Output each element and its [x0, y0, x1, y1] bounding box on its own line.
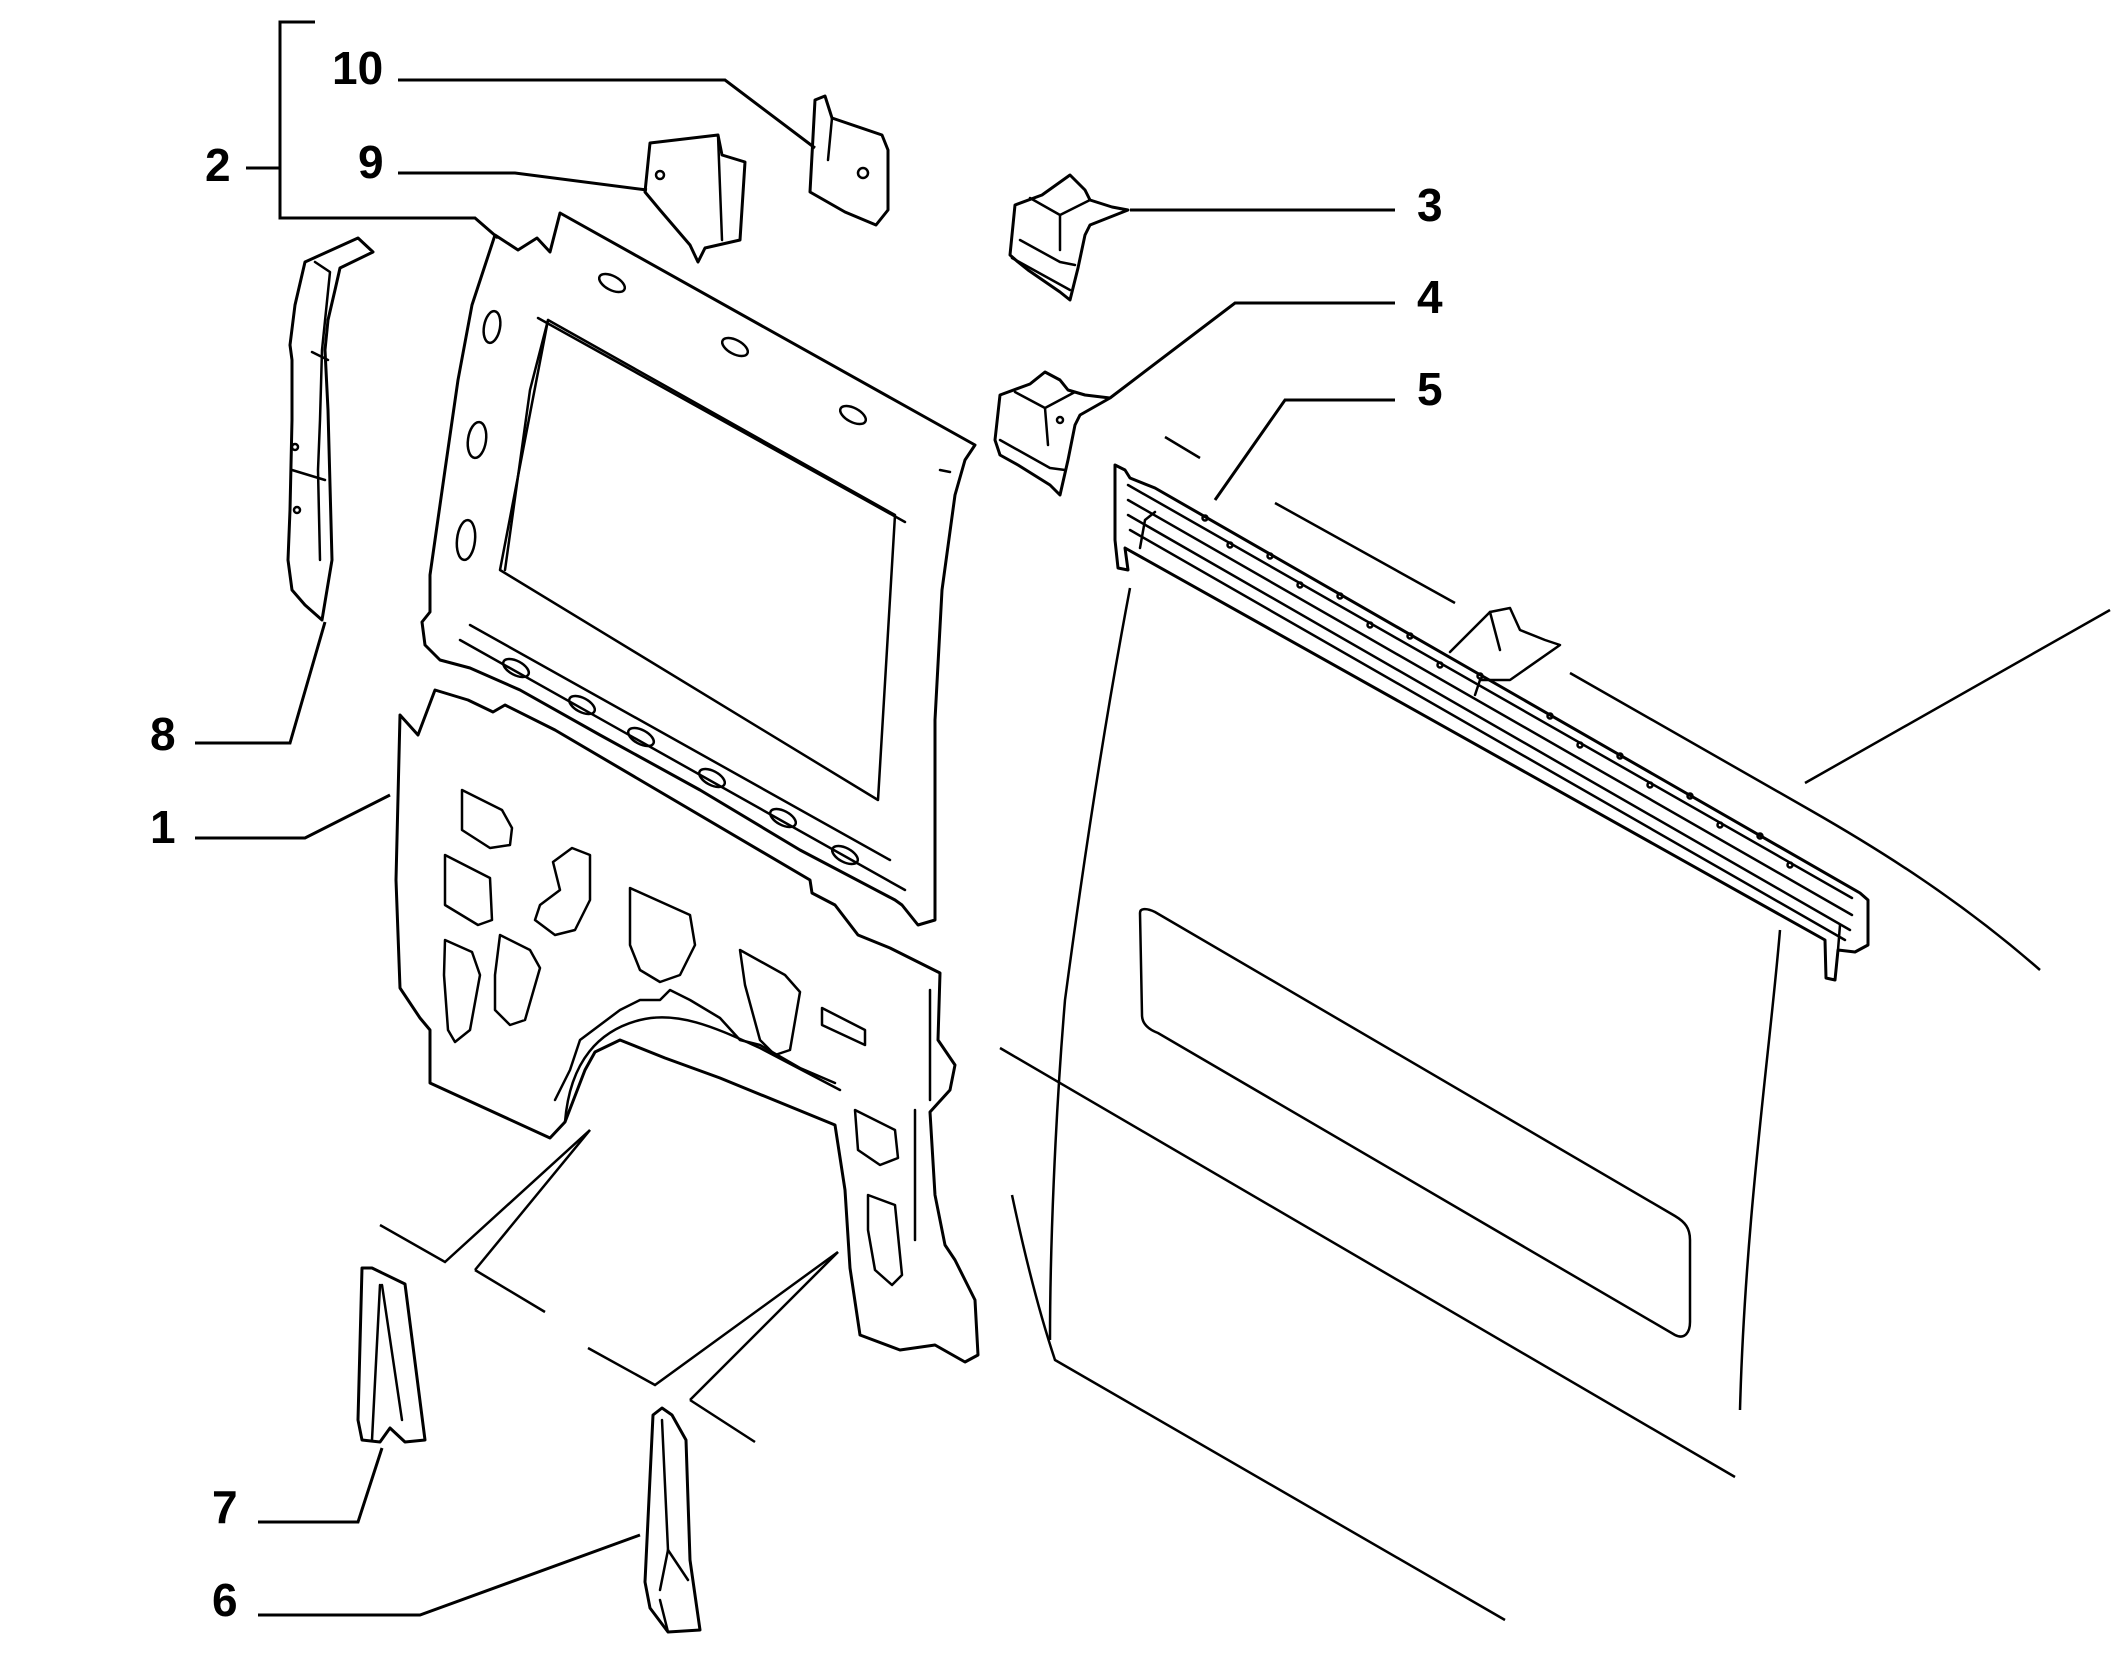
floor-ghost-lines — [379, 1129, 839, 1444]
callout-9: 9 — [358, 136, 384, 188]
leader-9 — [398, 171, 648, 192]
leader-2-bracket — [278, 20, 499, 240]
callout-5: 5 — [1417, 363, 1443, 415]
vehicle-body-outline — [999, 435, 2111, 1622]
leader-6 — [258, 1533, 641, 1617]
leader-lines — [195, 20, 1395, 1617]
part-6-pillar-reinforcement — [643, 1406, 702, 1634]
callout-7: 7 — [212, 1481, 238, 1533]
callout-6: 6 — [212, 1574, 238, 1626]
part-9-bracket — [643, 133, 747, 264]
callout-labels: 1 2 3 4 5 6 7 8 9 10 — [150, 42, 1443, 1626]
leader-5 — [1213, 398, 1395, 501]
callout-10: 10 — [332, 42, 383, 94]
leader-10 — [398, 78, 816, 150]
part-8-vertical-pillar — [286, 236, 375, 622]
part-3-bracket — [1008, 173, 1130, 302]
part-7-gusset — [356, 1266, 427, 1444]
callout-8: 8 — [150, 708, 176, 760]
leader-1 — [195, 793, 391, 840]
callout-1: 1 — [150, 801, 176, 853]
part-1-lower-partition-panel — [394, 688, 980, 1364]
callout-2: 2 — [205, 139, 231, 191]
callout-3: 3 — [1417, 179, 1443, 231]
part-4-bracket — [993, 370, 1112, 497]
part-2-upper-partition-frame — [420, 211, 977, 927]
leader-8 — [195, 621, 327, 745]
part-10-plate — [808, 94, 890, 227]
callout-4: 4 — [1417, 271, 1443, 323]
rail-rivet-holes — [1201, 514, 1794, 869]
leader-7 — [258, 1447, 384, 1524]
part-5-roof-cross-member — [1113, 463, 1870, 982]
leader-4 — [1109, 301, 1395, 400]
